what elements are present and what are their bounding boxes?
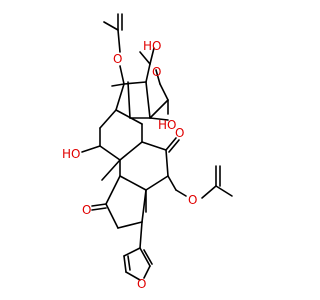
bond: [149, 47, 155, 65]
bond: [143, 249, 153, 265]
bond: [139, 51, 151, 65]
bond: [105, 175, 121, 205]
bond: [159, 83, 169, 101]
bond: [99, 145, 121, 161]
bond: [105, 203, 119, 229]
bond: [91, 203, 107, 207]
bond: [143, 265, 151, 279]
bond: [168, 139, 180, 153]
bond: [123, 255, 127, 273]
bond: [127, 255, 131, 271]
bond: [141, 141, 167, 151]
bond: [99, 109, 117, 129]
atom-label-hydroxyl: HO: [62, 147, 80, 161]
bond-layer: [81, 13, 233, 281]
bond: [175, 189, 187, 197]
atom-label-oxygen: O: [152, 65, 161, 79]
atom-label-oxygen: O: [137, 277, 146, 291]
bond: [111, 83, 125, 87]
bond: [103, 21, 119, 31]
atom-label-oxygen: O: [82, 203, 91, 217]
bond: [139, 221, 143, 249]
bond: [145, 81, 151, 119]
bond: [141, 189, 147, 223]
bond: [117, 29, 121, 53]
bond: [201, 185, 217, 199]
bond: [101, 159, 121, 181]
bond: [127, 81, 131, 119]
atom-label-oxygen: O: [175, 126, 184, 140]
bond: [145, 63, 151, 83]
bond: [117, 221, 143, 229]
bond: [115, 109, 143, 125]
bond: [145, 175, 169, 191]
bond: [119, 141, 143, 161]
atom-label-layer: O HO O HO HO O O O O: [62, 39, 197, 291]
atom-label-oxygen: O: [188, 193, 197, 207]
bond: [119, 65, 125, 85]
bond: [167, 175, 177, 191]
bond: [123, 247, 141, 257]
bond: [81, 145, 101, 153]
chemical-structure: O HO O HO HO O O O O: [62, 13, 233, 291]
atom-label-hydroxyl: HO: [158, 118, 176, 132]
bond: [165, 149, 169, 177]
bond: [149, 99, 169, 119]
bond: [149, 117, 169, 121]
bond: [125, 271, 141, 281]
bond: [215, 185, 233, 197]
bond: [139, 247, 151, 267]
bond: [91, 207, 107, 211]
bond: [155, 69, 161, 85]
atom-label-hydroxyl: HO: [143, 39, 161, 53]
bond: [115, 83, 125, 111]
atom-label-oxygen: O: [113, 52, 122, 66]
bond: [165, 137, 177, 151]
bond: [119, 175, 147, 191]
